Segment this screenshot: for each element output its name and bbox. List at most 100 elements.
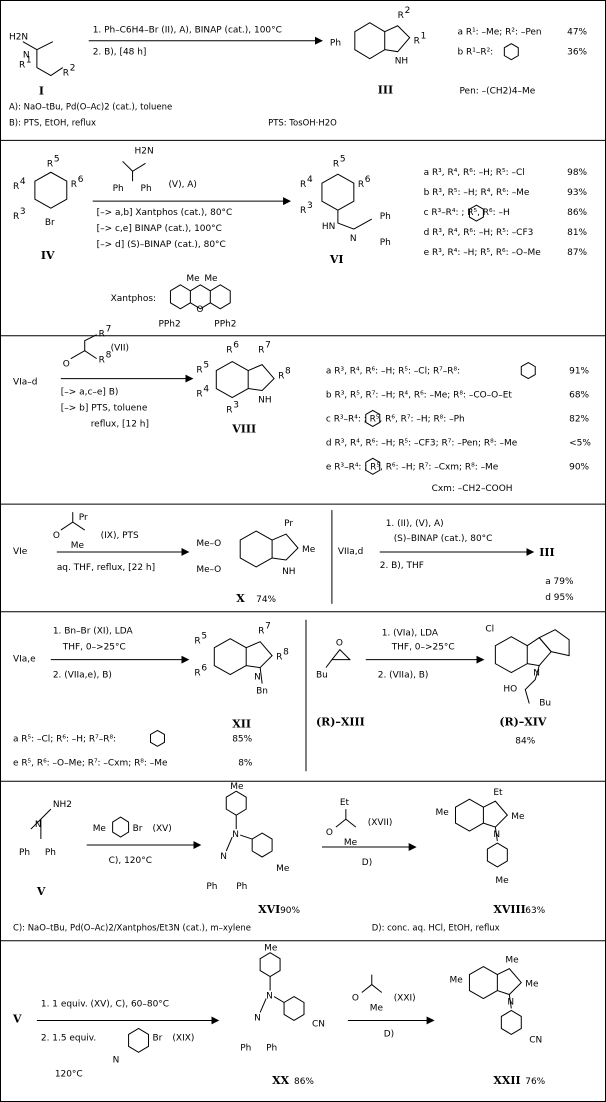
structure-I [22, 41, 64, 77]
svg-text:Ph: Ph [330, 39, 341, 49]
structure-VIII [215, 361, 275, 399]
svg-text:Ph: Ph [240, 1043, 251, 1053]
structure-XVI [225, 790, 273, 858]
svg-text:R: R [99, 330, 105, 340]
svg-text:Bu: Bu [316, 671, 328, 681]
condition-4: aq. THF, reflux, [22 h] [57, 563, 155, 573]
compound-label-XVIII: XVIII [493, 903, 525, 916]
svg-text:8: 8 [285, 367, 291, 377]
svg-text:O: O [53, 531, 60, 541]
svg-text:R: R [194, 669, 200, 679]
svg-text:N: N [113, 1055, 120, 1065]
svg-text:Ph: Ph [19, 848, 30, 858]
svg-text:R: R [226, 405, 232, 415]
svg-text:O: O [326, 828, 333, 838]
condition-7c: 120°C [55, 1069, 83, 1079]
start-VIe: VIe [13, 547, 28, 557]
svg-text:4: 4 [20, 177, 26, 187]
condition-5b: THF, 0–>25°C [62, 643, 126, 653]
svg-text:R: R [63, 69, 69, 79]
svg-text:8: 8 [283, 648, 289, 658]
yield-5a: 85% [232, 734, 252, 744]
svg-text:7: 7 [265, 622, 271, 632]
svg-text:R: R [358, 180, 364, 190]
condition-1a: 1. Ph–C6H4–Br (II), A), BINAP (cat.), 10… [93, 26, 282, 36]
variants-2: a R³, R⁴, R⁶: –H; R⁵: –Cl 98% b R³, R⁵: … [424, 168, 588, 258]
condition-2a: [–> a,b] Xantphos (cat.), 80°C [97, 208, 233, 218]
yield-XVI: 90% [280, 906, 300, 916]
yield-4a: a 79% [545, 577, 574, 587]
svg-text:N: N [350, 234, 357, 244]
condition-3a: [–> a,c–e] B) [61, 388, 119, 398]
compound-label-III-b: III [539, 546, 554, 559]
variant-3a: a R³, R⁴, R⁶: –H; R⁵: –Cl; R⁷–R⁸: [326, 367, 460, 377]
start-VIIad: VIIa,d [338, 547, 363, 557]
svg-text:N: N [35, 820, 42, 830]
svg-text:R: R [99, 356, 105, 366]
variant-5a: a R⁵: –Cl; R⁶: –H; R⁷–R⁸: [13, 734, 116, 744]
section-7: V 1. 1 equiv. (XV), C), 60–80°C 2. 1.5 e… [12, 944, 546, 1088]
section-4: VIe Pr OMe (IX), PTS aq. THF, reflux, [2… [13, 510, 574, 605]
svg-text:Me: Me [93, 824, 107, 834]
structure-IV [34, 171, 68, 209]
svg-text:Me: Me [71, 541, 85, 551]
variant-2d: d R³, R⁴, R⁶: –H; R⁵: –CF3 [424, 228, 534, 238]
svg-text:Me–O: Me–O [196, 565, 221, 575]
svg-text:PPh2: PPh2 [158, 320, 180, 330]
svg-text:Ph: Ph [380, 212, 391, 222]
condition-4b: 1. (II), (V), A) [386, 519, 444, 529]
svg-text:Me: Me [450, 976, 464, 986]
note-D: D): conc. aq. HCl, EtOH, reflux [372, 923, 500, 933]
svg-text:8: 8 [106, 351, 112, 361]
structure-VI [321, 173, 373, 230]
svg-text:5: 5 [340, 154, 346, 164]
pen-definition: Pen: –(CH2)4–Me [459, 87, 535, 97]
svg-text:1: 1 [421, 32, 427, 42]
reagent-XV-structure [112, 816, 130, 838]
yield-2e: 87% [567, 248, 587, 258]
variant-2a: a R³, R⁴, R⁶: –H; R⁵: –Cl [424, 168, 525, 178]
compound-label-XIII: (R)–XIII [316, 715, 365, 728]
yield-4d: d 95% [545, 593, 574, 603]
svg-text:7: 7 [265, 341, 271, 351]
svg-text:N: N [507, 997, 514, 1007]
structure-XX [259, 952, 305, 1022]
svg-text:H2N: H2N [135, 146, 154, 156]
yield-2a: 98% [567, 168, 587, 178]
variant-3e: e R³–R⁴: ; R⁵, R⁶: –H; R⁷: –Cxm; R⁸: –Me [326, 462, 499, 472]
start-V: V [36, 885, 46, 898]
svg-text:R: R [300, 180, 306, 190]
cyclohexane-icon [520, 362, 536, 380]
reagent-XVII: (XVII) [368, 818, 393, 828]
svg-text:Me: Me [264, 944, 278, 954]
compound-label-I: I [39, 85, 44, 98]
svg-text:Ph: Ph [380, 238, 391, 248]
svg-text:Me: Me [495, 876, 509, 886]
svg-text:R: R [333, 159, 339, 169]
condition-1b: 2. B), [48 h] [93, 48, 147, 58]
svg-text:R: R [196, 390, 202, 400]
structure-XIII [325, 648, 352, 668]
condition-2c: [–> d] (S)–BINAP (cat.), 80°C [97, 240, 226, 250]
svg-text:HN: HN [322, 222, 335, 232]
svg-text:R: R [300, 206, 306, 216]
svg-text:Ph: Ph [236, 882, 247, 892]
svg-text:O: O [336, 639, 343, 649]
svg-text:N: N [254, 673, 261, 683]
svg-text:Ph: Ph [266, 1043, 277, 1053]
yield-1a: 47% [567, 28, 587, 38]
yield-XIV: 84% [515, 736, 535, 746]
reagent-XIX-structure [128, 1027, 150, 1053]
svg-text:2: 2 [70, 64, 76, 74]
condition-7b: 2. 1.5 equiv. [41, 1033, 96, 1043]
yield-2b: 93% [567, 188, 587, 198]
condition-2b: [–> c,e] BINAP (cat.), 100°C [97, 224, 222, 234]
svg-text:N: N [220, 852, 227, 862]
structure-III [354, 22, 411, 60]
variant-1b: b R¹–R²: [457, 48, 493, 58]
yield-2d: 81% [567, 228, 587, 238]
reagent-VII: (VII) [111, 344, 129, 354]
condition-6b: D) [362, 858, 372, 868]
